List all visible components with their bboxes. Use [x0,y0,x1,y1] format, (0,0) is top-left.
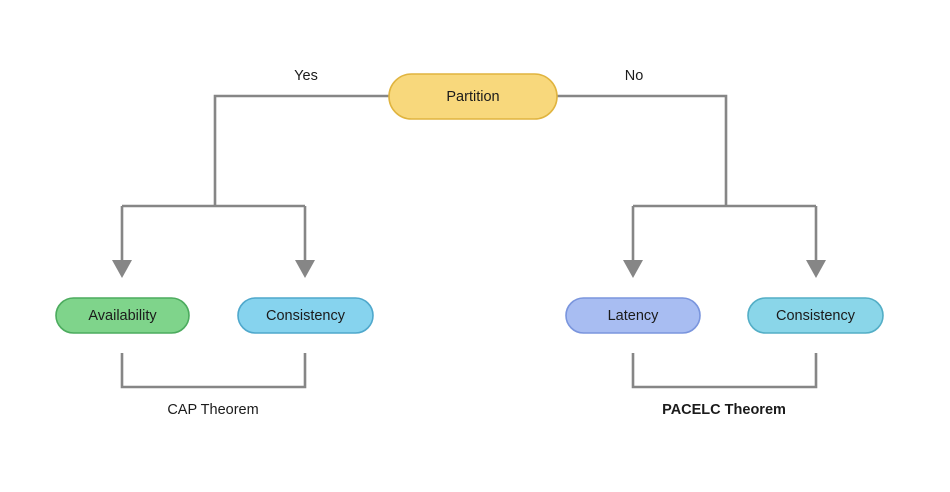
leaf-node-availability-shape [55,297,190,334]
node-latency[interactable]: Latency [565,297,701,334]
group-bracket-pacelc-branch [631,353,818,389]
trunk-connector-pacelc-branch [557,94,728,206]
leaf-node-consistency-cap-label: Consistency [266,308,346,324]
arrowhead-consistency-pacelc [806,260,826,278]
root-node-label: Partition [446,89,499,105]
leaf-node-latency-shape [565,297,701,334]
group-label-cap-branch: CAP Theorem [167,402,258,418]
leaf-node-latency-label: Latency [608,308,660,324]
connectors-layer [112,94,826,278]
leaf-node-availability-label: Availability [88,308,157,324]
leaf-node-consistency-pacelc-label: Consistency [776,308,856,324]
leaf-node-consistency-cap-shape [237,297,374,334]
arrowhead-latency [623,260,643,278]
group-label-pacelc-branch: PACELC Theorem [662,402,786,418]
node-consistency-cap[interactable]: Consistency [237,297,374,334]
trunk-connector-cap-branch [213,94,389,206]
node-consistency-pacelc[interactable]: Consistency [747,297,884,334]
root-node-shape [388,73,558,120]
brackets-layer [120,353,818,389]
node-partition[interactable]: Partition [388,73,558,120]
arrowhead-consistency-cap [295,260,315,278]
leaf-node-consistency-pacelc-shape [747,297,884,334]
group-bracket-cap-branch [120,353,307,389]
edge-label-edge-no: No [625,68,644,84]
arrowhead-availability [112,260,132,278]
edge-label-edge-yes: Yes [294,68,318,84]
node-availability[interactable]: Availability [55,297,190,334]
